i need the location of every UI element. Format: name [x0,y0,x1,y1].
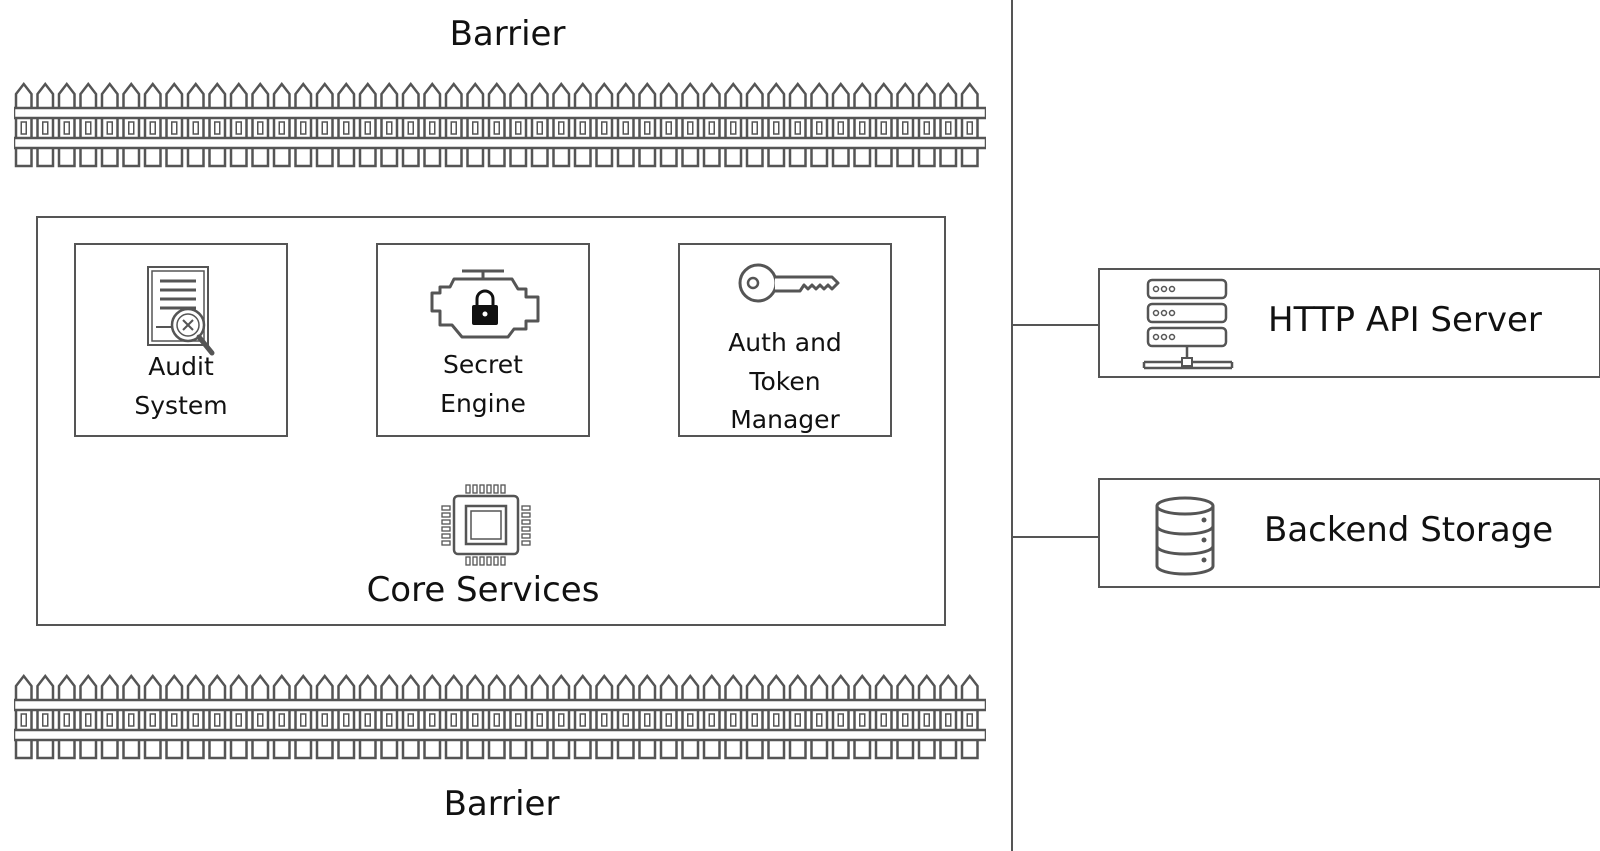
secret-engine-label-line1: Secret [443,350,523,379]
bus-line [1011,0,1013,851]
auth-token-label-line2: Token [749,367,821,396]
http-connector [1011,324,1098,326]
top-barrier-label: Barrier [449,14,566,54]
backend-storage-box: Backend Storage [1098,478,1600,588]
auth-token-label-line1: Auth and [728,328,842,357]
audit-system-box: Audit System [74,243,288,437]
server-rack-icon [1142,278,1234,370]
bottom-barrier-fence [14,673,986,760]
key-icon [738,263,840,303]
backend-storage-label: Backend Storage [1264,510,1554,550]
core-services-box [36,216,946,626]
secret-engine-box: Secret Engine [376,243,590,437]
http-api-server-label: HTTP API Server [1268,300,1542,340]
http-api-server-box: HTTP API Server [1098,268,1600,378]
top-barrier-fence [14,81,986,168]
engine-lock-icon [430,269,540,339]
audit-system-label-line1: Audit [148,352,214,381]
storage-connector [1011,536,1098,538]
cpu-chip-icon [441,484,531,566]
audit-system-label-line2: System [134,391,228,420]
auth-token-manager-box: Auth and Token Manager [678,243,892,437]
database-icon [1155,496,1215,576]
audit-document-icon [147,266,215,356]
secret-engine-label-line2: Engine [440,389,526,418]
bottom-barrier-label: Barrier [443,784,560,824]
core-services-label: Core Services [366,570,600,610]
auth-token-label-line3: Manager [730,405,840,434]
